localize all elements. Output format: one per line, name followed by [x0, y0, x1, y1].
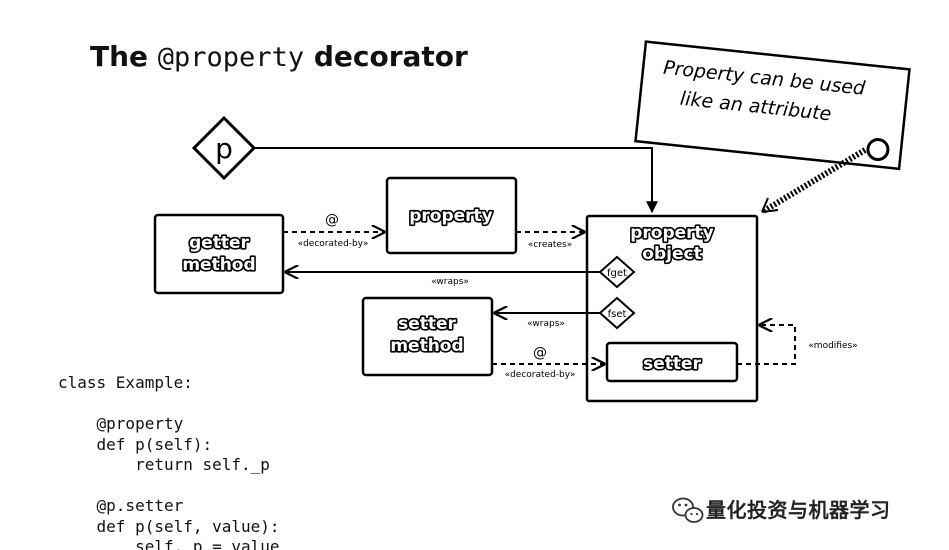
pin-icon [866, 138, 890, 162]
code-line [58, 476, 280, 497]
watermark: 量化投资与机器学习 [668, 494, 891, 523]
fset-pin: fset [598, 296, 636, 330]
getter-at-label: @ [325, 212, 339, 228]
p-label: p [215, 132, 233, 165]
creates-label: «creates» [528, 240, 572, 250]
fget-label: fget [607, 268, 627, 279]
setter-label: setter [643, 354, 701, 374]
wechat-icon [672, 497, 704, 523]
code-line: @p.setter [58, 496, 184, 515]
property-function-label: property [409, 206, 493, 226]
title-suffix: decorator [313, 40, 468, 73]
getter-decorated-by-label: «decorated-by» [298, 239, 369, 249]
code-line: return self._p [58, 455, 270, 474]
title-code: @property [157, 42, 305, 73]
setter-node: setter [605, 341, 739, 383]
title-prefix: The [90, 40, 149, 73]
p-node: p [191, 115, 257, 181]
code-line: def p(self): [58, 434, 213, 454]
code-line: @property [58, 414, 184, 433]
modifies-label: «modifies» [808, 341, 857, 351]
note-card: Property can be used like an attribute [634, 40, 911, 171]
fget-pin: fget [598, 255, 636, 289]
setter-method-node: setter method [361, 296, 494, 377]
setter-at-label: @ [533, 345, 547, 361]
getter-label-2: method [182, 255, 255, 275]
fset-label: fset [608, 309, 627, 320]
setter-decorated-by-label: «decorated-by» [505, 370, 576, 380]
setter-method-label-2: method [390, 336, 463, 356]
fget-wraps-label: «wraps» [431, 277, 469, 287]
code-line: self._p = value [58, 537, 280, 550]
code-line [58, 394, 280, 415]
code-sample: class Example: @property def p(self): re… [58, 373, 280, 550]
getter-method-node: getter method [153, 213, 285, 295]
watermark-text: 量化投资与机器学习 [706, 498, 891, 522]
property-object-label-2: object [642, 244, 701, 264]
property-object-label-1: property [630, 223, 714, 243]
note-pointer [760, 147, 867, 215]
modifies-edge [737, 325, 796, 365]
fset-wraps-label: «wraps» [527, 319, 565, 329]
property-function-node: property [385, 176, 518, 255]
code-line: def p(self, value): [58, 516, 280, 536]
p-to-object-edge [254, 147, 658, 214]
getter-label-1: getter [189, 233, 249, 253]
code-line: class Example: [58, 373, 193, 392]
setter-method-label-1: setter [398, 314, 456, 334]
page-title: The @property decorator [90, 40, 468, 73]
